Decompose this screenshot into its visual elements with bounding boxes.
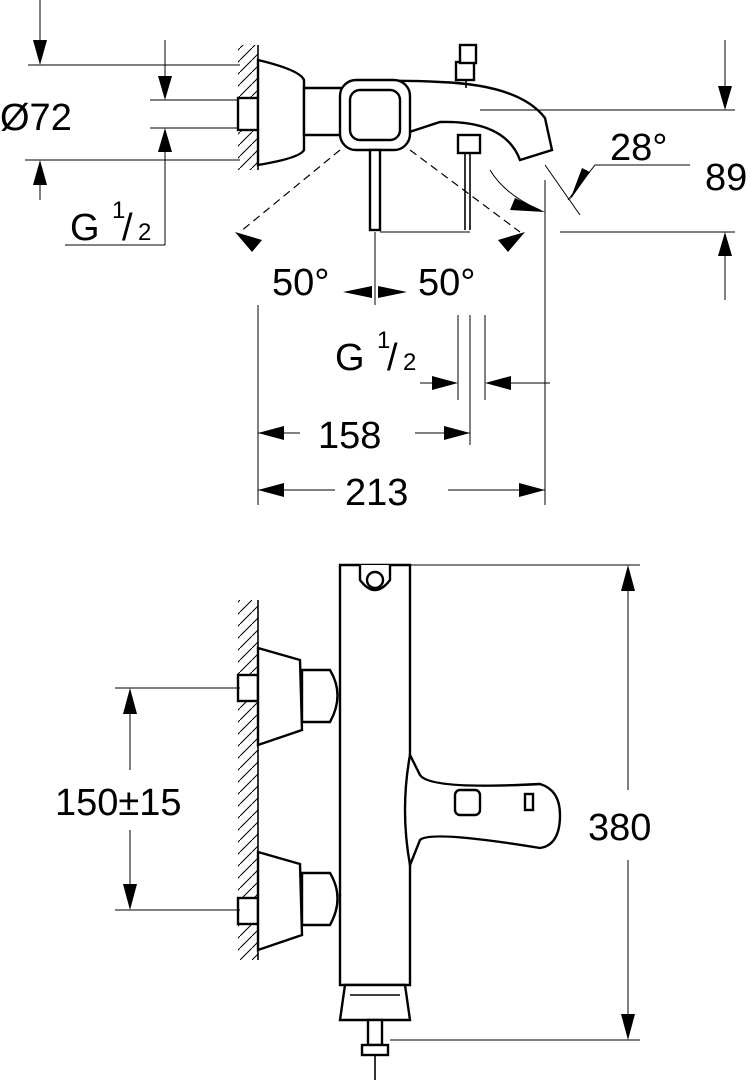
inlet-thread-dimension: G 1 / 2 [65,40,240,249]
svg-text:G: G [335,337,365,379]
diameter-label: Ø72 [0,97,72,139]
svg-text:2: 2 [403,349,416,376]
outlet-thread-dimension: G 1 / 2 [335,315,550,445]
spout-angle-label: 28° [610,127,667,169]
angle-dimension: 50° 50° [235,232,525,305]
dim-158-label: 158 [318,415,381,457]
top-view: Ø72 G 1 / 2 [0,0,747,514]
mixer-body-side [236,563,562,1080]
svg-text:2: 2 [138,219,151,246]
mixer-body-top [236,43,554,232]
angle-right-label: 50° [418,262,475,304]
spout-dimension: 28° 89 [480,40,747,300]
side-view: 150±15 380 [55,563,651,1080]
svg-text:1: 1 [377,327,390,354]
height-dimension: 380 [390,564,651,1041]
svg-text:1: 1 [112,197,125,224]
centers-label: 150±15 [55,782,182,824]
length-dimensions: 158 213 [257,180,546,514]
diameter-dimension: Ø72 [0,0,240,200]
svg-text:/: / [122,207,133,249]
height-380-label: 380 [588,807,651,849]
thread-main: G [70,207,100,249]
centers-dimension: 150±15 [55,687,240,911]
angle-left-label: 50° [272,262,329,304]
svg-text:/: / [387,337,398,379]
height-89-label: 89 [705,157,747,199]
dim-213-label: 213 [345,472,408,514]
